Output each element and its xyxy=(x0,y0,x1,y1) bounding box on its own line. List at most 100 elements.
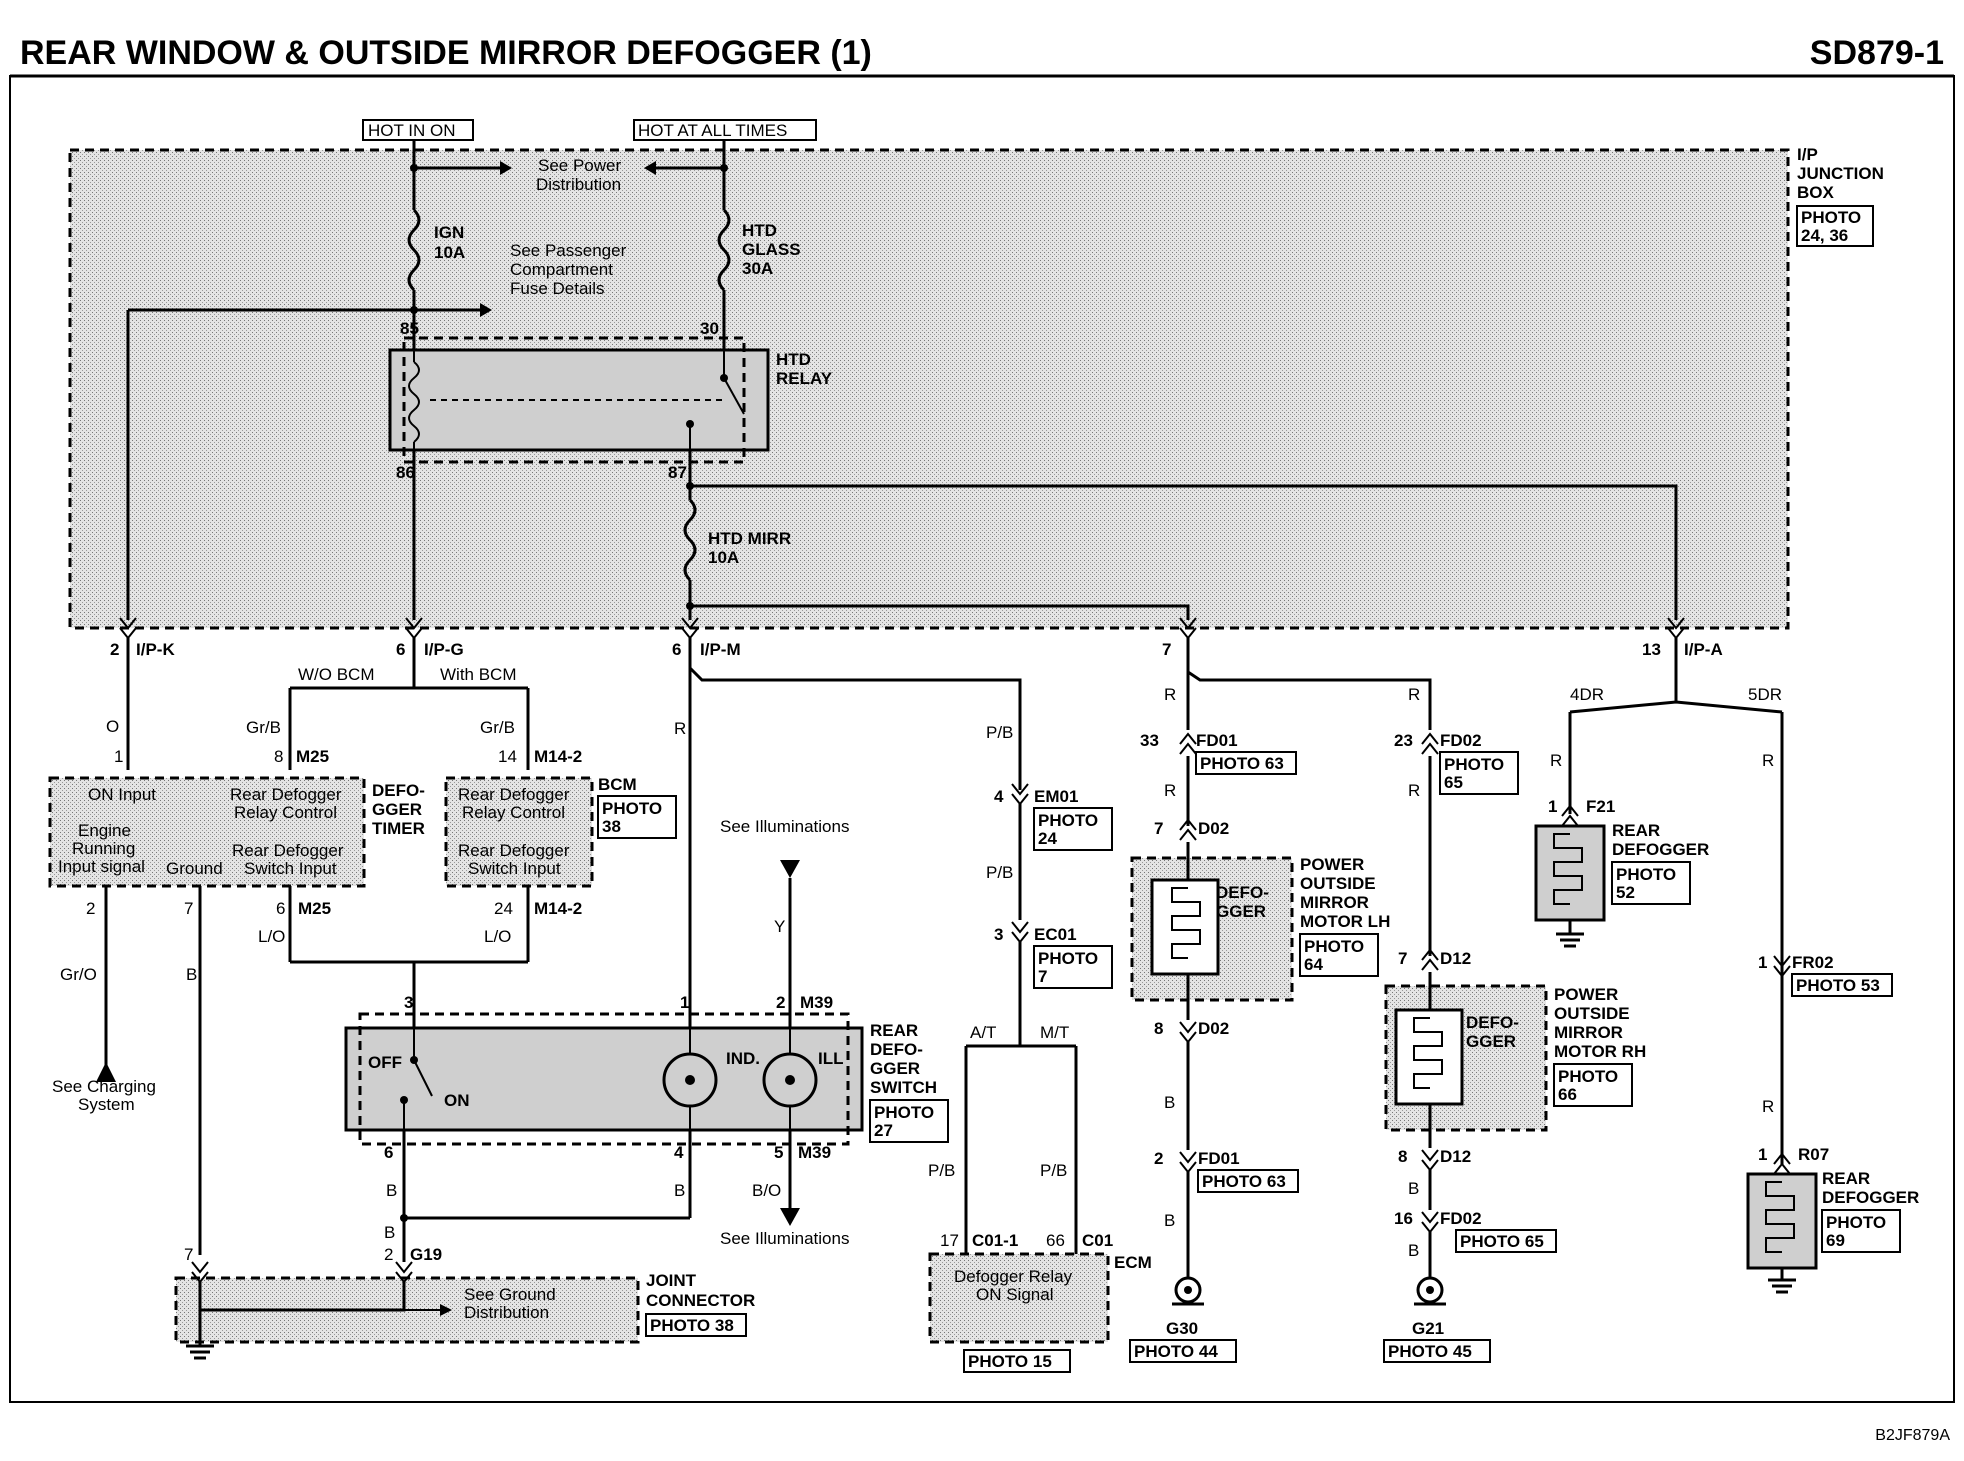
ign-fuse-icon xyxy=(407,208,421,292)
g21-name: G21 xyxy=(1412,1319,1444,1338)
switch-pin-6: 6 xyxy=(384,1143,393,1162)
fr02-pin: 1 xyxy=(1758,953,1767,972)
see-passenger-text-2: Compartment xyxy=(510,260,613,279)
d02-top-pin: 7 xyxy=(1154,819,1163,838)
ip-m-name: I/P-M xyxy=(700,640,741,659)
timer-shading xyxy=(50,778,364,886)
switch-photo-box xyxy=(869,1099,949,1143)
rear-defogger-4dr-ground-icon xyxy=(1556,932,1584,948)
ecm-pin-66: 66 xyxy=(1046,1231,1065,1250)
lh-label-1: POWER xyxy=(1300,855,1364,874)
timer-conn-m25-bot: M25 xyxy=(298,899,331,918)
see-passenger-text-1: See Passenger xyxy=(510,241,627,260)
ecm-signal-1: Defogger Relay xyxy=(954,1267,1073,1286)
switch-on-label: ON xyxy=(444,1091,470,1110)
htd-glass-label-3: 30A xyxy=(742,259,773,278)
rh-wire-r-1: R xyxy=(1408,685,1420,704)
fd02b-connector xyxy=(1421,1211,1439,1234)
g21-ground-center xyxy=(1426,1286,1434,1294)
switch-ill-label: ILL xyxy=(818,1049,844,1068)
timer-on-input: ON Input xyxy=(88,785,156,804)
ec01-photo-box xyxy=(1033,945,1113,989)
fr02-photo: PHOTO 53 xyxy=(1796,976,1880,995)
timer-ground: Ground xyxy=(166,859,223,878)
htd-mirr-to-ip-7-wire xyxy=(690,604,1190,620)
see-passenger-arrow xyxy=(480,303,492,317)
em01-photo-box xyxy=(1033,807,1113,851)
ecm-conn-2: C01 xyxy=(1082,1231,1113,1250)
fd01b-photo-box xyxy=(1197,1169,1299,1193)
htd-mirr-fuse-icon xyxy=(683,498,697,582)
rh-label-3: MIRROR xyxy=(1554,1023,1623,1042)
switch-conn-top: M39 xyxy=(800,993,833,1012)
lh-wire-b-1: B xyxy=(1164,1093,1175,1112)
illumination-wire-y: Y xyxy=(774,917,785,936)
rh-photo-2: 66 xyxy=(1558,1085,1577,1104)
switch-label-1: REAR xyxy=(870,1021,918,1040)
rh-wire-b-2: B xyxy=(1408,1241,1419,1260)
g19-pin: 2 xyxy=(384,1245,393,1264)
em01-pin: 4 xyxy=(994,787,1004,806)
timer-rdrc-1: Rear Defogger xyxy=(230,785,342,804)
switch-off-label: OFF xyxy=(368,1053,402,1072)
fd02b-photo: PHOTO 65 xyxy=(1460,1232,1544,1251)
g19-wire-b: B xyxy=(384,1223,395,1242)
junction-box-photo-2: 24, 36 xyxy=(1801,226,1848,245)
d02-top-connector xyxy=(1179,818,1197,841)
see-charging-2: System xyxy=(78,1095,135,1114)
rh-wire-b-1: B xyxy=(1408,1179,1419,1198)
lh-element-label-1: DEFO- xyxy=(1216,883,1269,902)
defogger-timer-module xyxy=(48,776,366,888)
rh-mirror-motor-module xyxy=(1384,984,1548,1132)
switch-photo-1: PHOTO xyxy=(874,1103,934,1122)
junction-box-outline xyxy=(68,148,1790,630)
g30-ground-center xyxy=(1184,1286,1192,1294)
door-option-bar xyxy=(1569,700,1783,714)
bcm-pin-14: 14 xyxy=(498,747,517,766)
mt-label: M/T xyxy=(1040,1023,1069,1042)
4dr-wire-r: R xyxy=(1550,751,1562,770)
ec01-name: EC01 xyxy=(1034,925,1077,944)
lh-heater-grid-icon xyxy=(1171,887,1201,959)
rh-wire-r-2: R xyxy=(1408,781,1420,800)
bcm-module xyxy=(444,776,594,888)
5dr-label: 5DR xyxy=(1748,685,1782,704)
joint-photo: PHOTO 38 xyxy=(650,1316,734,1335)
timer-pin-2: 2 xyxy=(86,899,95,918)
junction-box-label-3: BOX xyxy=(1797,183,1835,202)
switch-label-4: SWITCH xyxy=(870,1078,937,1097)
bcm-photo-2: 38 xyxy=(602,817,621,836)
fd01-photo-box xyxy=(1195,751,1297,775)
ecm-photo: PHOTO 15 xyxy=(968,1352,1052,1371)
timer-label-2: GGER xyxy=(372,800,422,819)
fd01b-connector xyxy=(1179,1151,1197,1174)
bcm-wire-grb: Gr/B xyxy=(480,718,515,737)
d12-top-name: D12 xyxy=(1440,949,1471,968)
rear-defogger-5dr-grid-icon xyxy=(1765,1181,1795,1253)
ecm-label: ECM xyxy=(1114,1253,1152,1272)
ecm-module xyxy=(928,1252,1110,1344)
htd-mirr-label-1: HTD MIRR xyxy=(708,529,791,548)
ecm-wire-pb-2: P/B xyxy=(986,863,1013,882)
ip-a-pin: 13 xyxy=(1642,640,1661,659)
htd-relay-outline xyxy=(402,336,746,464)
hot-at-all-times-label: HOT AT ALL TIMES xyxy=(638,121,787,140)
lh-photo-1: PHOTO xyxy=(1304,937,1364,956)
rear-5dr-photo-2: 69 xyxy=(1826,1231,1845,1250)
bcm-wire-lo: L/O xyxy=(484,927,511,946)
timer-ground-wire-b: B xyxy=(186,965,197,984)
switch-pin4-wire-b: B xyxy=(674,1181,685,1200)
em01-photo-2: 24 xyxy=(1038,829,1057,848)
d12-top-pin: 7 xyxy=(1398,949,1407,968)
with-bcm-label: With BCM xyxy=(440,665,517,684)
g19-name: G19 xyxy=(410,1245,442,1264)
at-wire-pb: P/B xyxy=(928,1161,955,1180)
fd01-pin: 33 xyxy=(1140,731,1159,750)
bcm-rdsi-2: Switch Input xyxy=(468,859,561,878)
fd01b-pin: 2 xyxy=(1154,1149,1163,1168)
mt-wire-pb: P/B xyxy=(1040,1161,1067,1180)
joint-pin-7: 7 xyxy=(184,1245,193,1264)
relay-pin-85: 85 xyxy=(400,319,419,338)
r07-pin: 1 xyxy=(1758,1145,1767,1164)
